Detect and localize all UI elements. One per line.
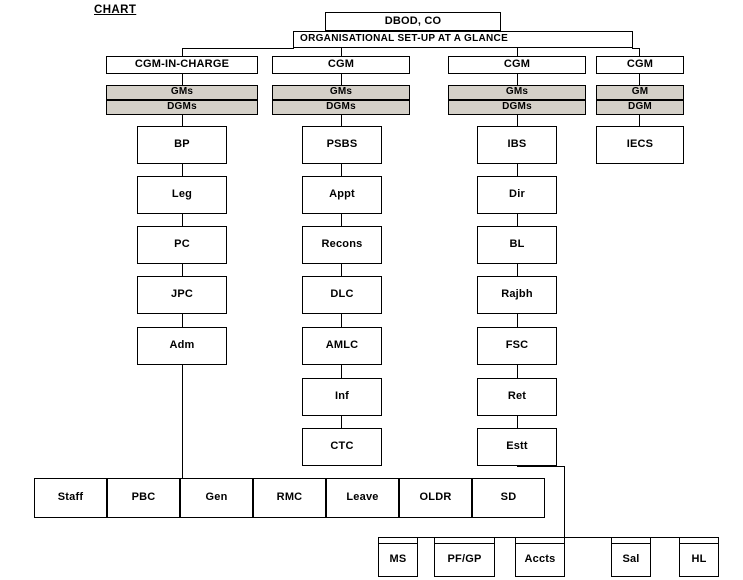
node-hl: HL — [679, 543, 719, 577]
node-col4-gm: GM — [596, 85, 684, 100]
node-iecs: IECS — [596, 126, 684, 164]
connector-col3-dgms-to-ibs — [517, 115, 518, 126]
connector-bar-to-ms-right — [417, 537, 418, 544]
node-amlc: AMLC — [302, 327, 382, 365]
node-col2-dgms: DGMs — [272, 100, 410, 115]
connector-banner-to-col1 — [182, 48, 183, 59]
connector-rajbh-fsc — [517, 314, 518, 327]
connector-col4-head-to-gm — [639, 74, 640, 85]
connector-estt-to-estt-row — [564, 466, 565, 537]
node-col3-dgms: DGMs — [448, 100, 586, 115]
connector-jpc-adm — [182, 314, 183, 327]
connector-bar-to-pfgp — [434, 537, 435, 544]
connector-leg-pc — [182, 214, 183, 226]
connector-banner-right-span — [632, 48, 640, 49]
node-leave: Leave — [326, 478, 399, 518]
node-pbc: PBC — [107, 478, 180, 518]
node-oldr: OLDR — [399, 478, 472, 518]
node-staff: Staff — [34, 478, 107, 518]
node-pf-gp: PF/GP — [434, 543, 495, 577]
node-ret: Ret — [477, 378, 557, 416]
node-col2-gms: GMs — [272, 85, 410, 100]
node-ctc: CTC — [302, 428, 382, 466]
node-ms: MS — [378, 543, 418, 577]
page-title: CHART — [94, 4, 137, 16]
connector-bar-to-hl-right — [718, 537, 719, 544]
node-pc: PC — [137, 226, 227, 264]
node-appt: Appt — [302, 176, 382, 214]
connector-banner-left-span — [182, 48, 294, 49]
node-col1-gms: GMs — [106, 85, 258, 100]
connector-col4-dgm-to-iecs — [639, 115, 640, 126]
connector-recons-dlc — [341, 264, 342, 276]
connector-adm-to-admin-row — [182, 365, 183, 478]
connector-bar-to-hl — [679, 537, 680, 544]
node-col3-gms: GMs — [448, 85, 586, 100]
connector-banner-to-col4 — [639, 48, 640, 59]
node-ibs: IBS — [477, 126, 557, 164]
connector-banner-to-col3 — [517, 48, 518, 59]
connector-bar-to-sal — [611, 537, 612, 544]
connector-col2-head-to-gms — [341, 74, 342, 85]
connector-ret-estt — [517, 416, 518, 428]
connector-bp-leg — [182, 164, 183, 176]
connector-psbs-appt — [341, 164, 342, 176]
node-dlc: DLC — [302, 276, 382, 314]
node-col1-dgms: DGMs — [106, 100, 258, 115]
node-psbs: PSBS — [302, 126, 382, 164]
node-adm: Adm — [137, 327, 227, 365]
connector-appt-recons — [341, 214, 342, 226]
node-recons: Recons — [302, 226, 382, 264]
connector-bar-to-sal-right — [650, 537, 651, 544]
connector-col1-head-to-gms — [182, 74, 183, 85]
connector-bar-to-accts — [515, 537, 516, 544]
node-leg: Leg — [137, 176, 227, 214]
connector-bar-to-accts-right — [564, 537, 565, 544]
connector-col3-head-to-gms — [517, 74, 518, 85]
node-sal: Sal — [611, 543, 651, 577]
node-col4-cgm: CGM — [596, 56, 684, 74]
node-rmc: RMC — [253, 478, 326, 518]
node-col3-cgm: CGM — [448, 56, 586, 74]
node-accts: Accts — [515, 543, 565, 577]
node-inf: Inf — [302, 378, 382, 416]
node-bp: BP — [137, 126, 227, 164]
connector-bar-to-ms — [378, 537, 379, 544]
node-gen: Gen — [180, 478, 253, 518]
connector-col2-dgms-to-psbs — [341, 115, 342, 126]
node-sd: SD — [472, 478, 545, 518]
connector-fsc-ret — [517, 365, 518, 378]
connector-dir-bl — [517, 214, 518, 226]
connector-banner-to-col2 — [341, 48, 342, 59]
connector-estt-row-bar — [378, 537, 719, 538]
node-col2-cgm: CGM — [272, 56, 410, 74]
connector-inf-ctc — [341, 416, 342, 428]
node-col4-dgm: DGM — [596, 100, 684, 115]
connector-bar-to-pfgp-right — [494, 537, 495, 544]
node-jpc: JPC — [137, 276, 227, 314]
node-dir: Dir — [477, 176, 557, 214]
node-bl: BL — [477, 226, 557, 264]
connector-col1-dgms-to-bp — [182, 115, 183, 126]
connector-bl-rajbh — [517, 264, 518, 276]
connector-amlc-inf — [341, 365, 342, 378]
node-cgm-in-charge: CGM-IN-CHARGE — [106, 56, 258, 74]
connector-ibs-dir — [517, 164, 518, 176]
node-estt: Estt — [477, 428, 557, 466]
node-fsc: FSC — [477, 327, 557, 365]
node-dbod-co: DBOD, CO — [325, 12, 501, 31]
connector-dlc-amlc — [341, 314, 342, 327]
node-banner-title: ORGANISATIONAL SET-UP AT A GLANCE — [293, 31, 633, 48]
connector-estt-elbow-h — [517, 466, 565, 467]
node-rajbh: Rajbh — [477, 276, 557, 314]
connector-pc-jpc — [182, 264, 183, 276]
